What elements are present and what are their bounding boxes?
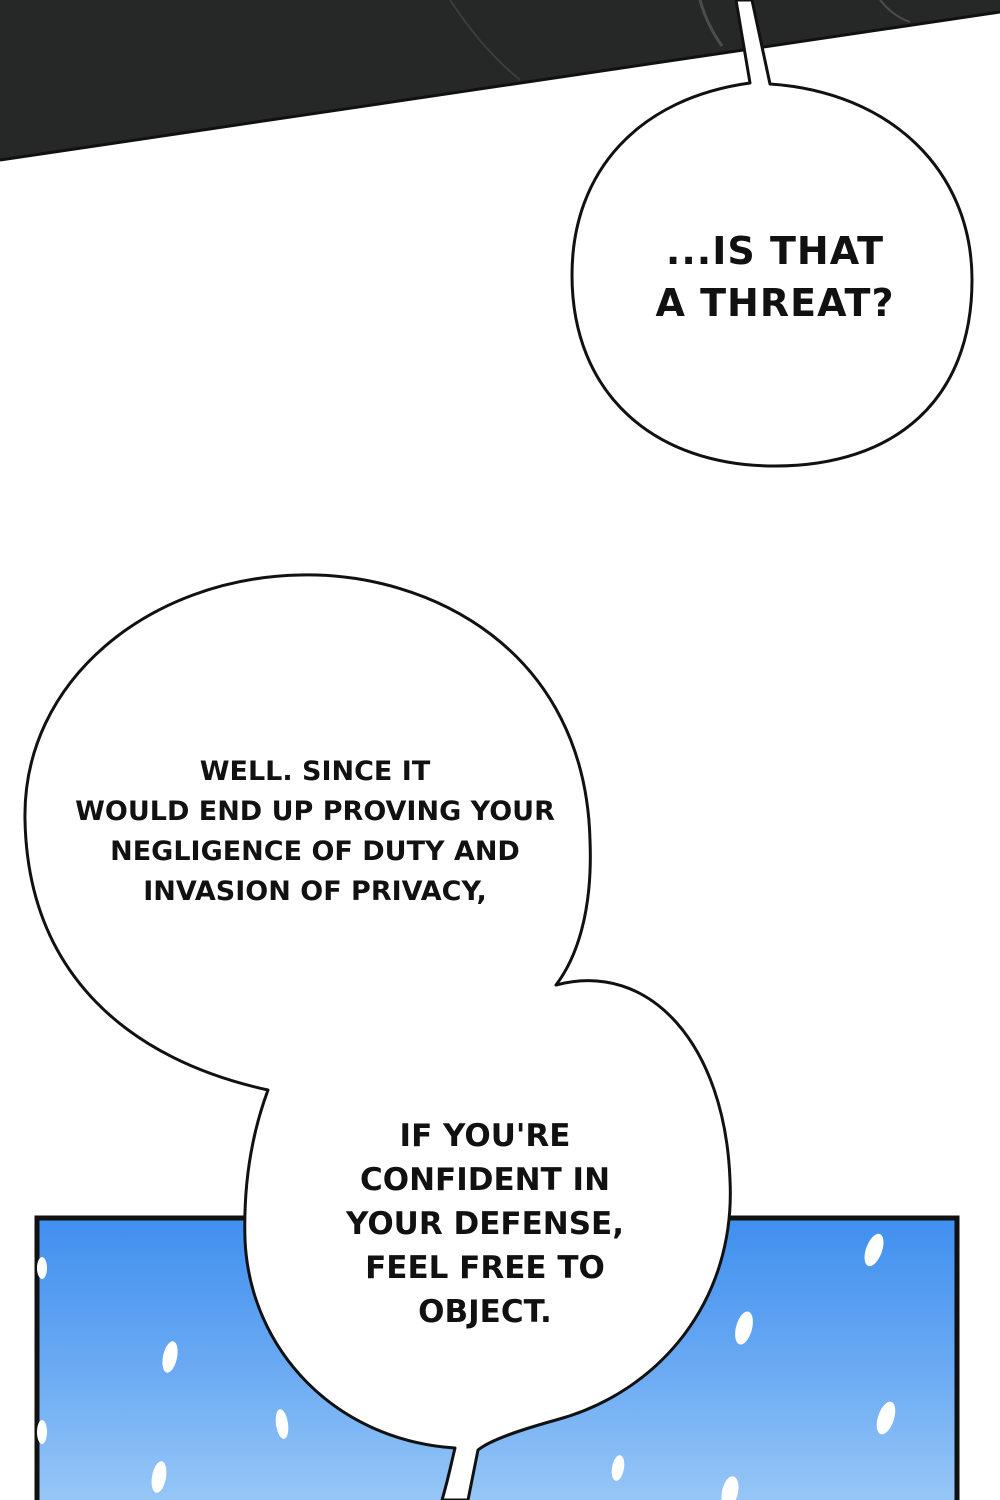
speech-line: if you're bbox=[399, 1118, 571, 1154]
snow-dot bbox=[864, 1233, 884, 1267]
speech-bubble-1 bbox=[570, 0, 974, 468]
speech-line: invasion of privacy, bbox=[143, 876, 487, 907]
snow-dot bbox=[162, 1341, 178, 1373]
speech-line: would end up proving your bbox=[75, 796, 555, 827]
speech-line: your defense, bbox=[345, 1206, 625, 1242]
speech-line: negligence of duty and bbox=[110, 836, 520, 867]
snow-dot bbox=[37, 1420, 47, 1444]
snow-dot bbox=[735, 1311, 753, 1345]
snow-dot bbox=[151, 1461, 167, 1493]
snow-dot bbox=[611, 1455, 625, 1481]
snow-dot bbox=[275, 1409, 289, 1439]
speech-text-negligence: well. since it would end up proving your… bbox=[40, 752, 590, 912]
speech-bubble-2-3 bbox=[23, 573, 732, 1500]
speech-line: ...is that bbox=[665, 229, 885, 273]
speech-text-object: if you're confident in your defense, fee… bbox=[290, 1114, 680, 1334]
speech-line: object. bbox=[418, 1294, 552, 1330]
speech-line: well. since it bbox=[199, 756, 431, 787]
speech-line: confident in bbox=[359, 1162, 611, 1198]
speech-line: feel free to bbox=[365, 1250, 605, 1286]
snow-dot bbox=[876, 1401, 896, 1435]
speech-line: a threat? bbox=[655, 281, 895, 325]
speech-text-threat: ...is that a threat? bbox=[620, 225, 930, 329]
snow-dot bbox=[37, 1257, 47, 1279]
